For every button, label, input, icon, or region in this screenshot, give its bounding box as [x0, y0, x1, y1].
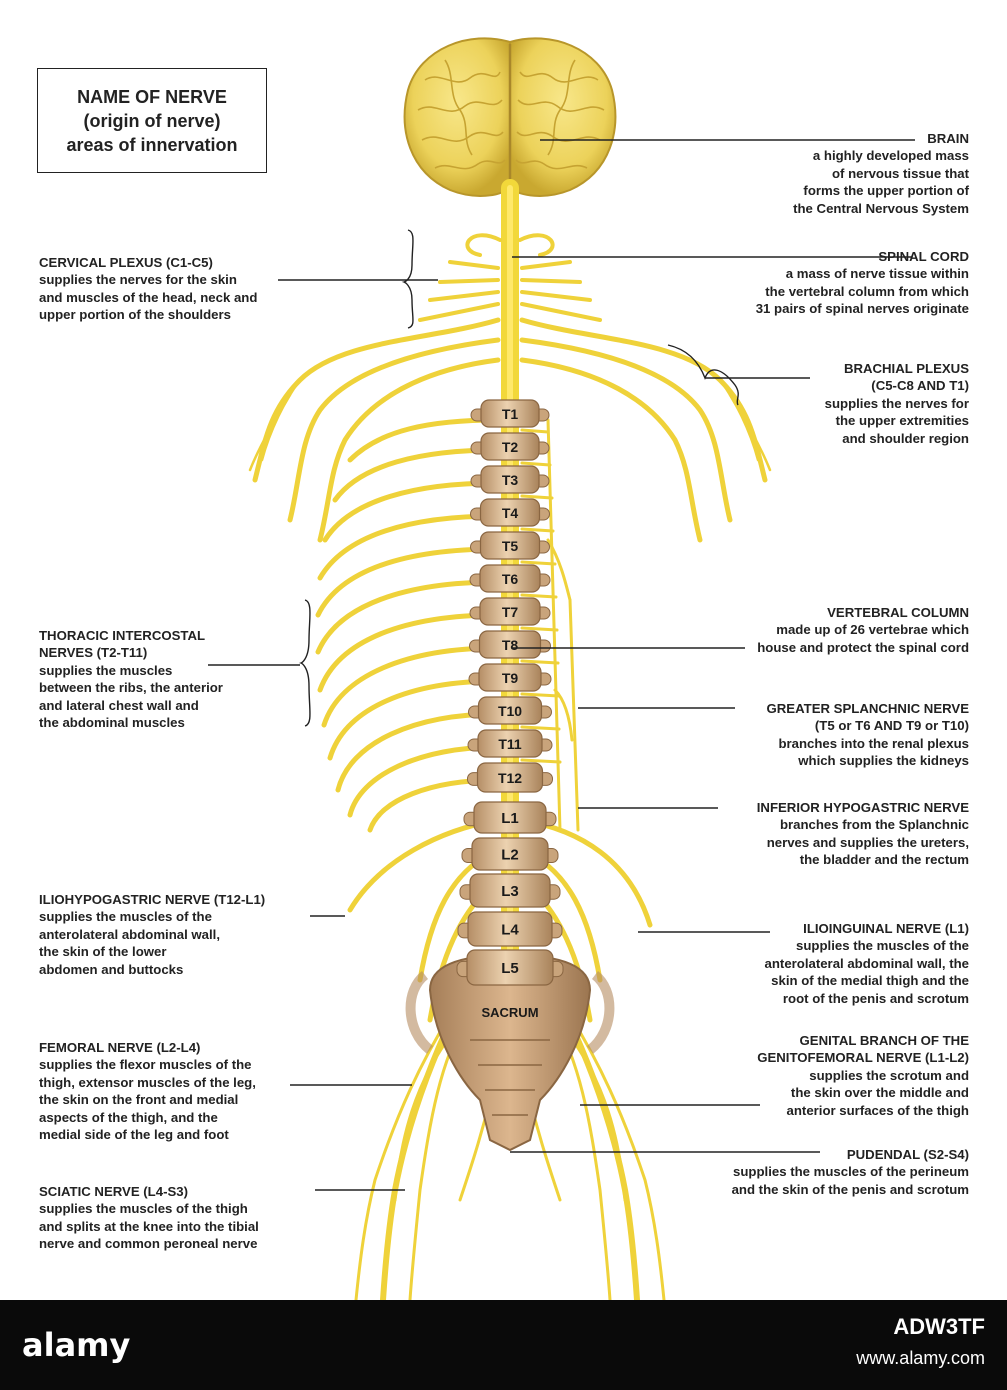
label-spinal-cord-title: SPINAL CORD [756, 248, 969, 265]
site-url: www.alamy.com [856, 1348, 985, 1369]
label-inferior-hypogastric-title: INFERIOR HYPOGASTRIC NERVE [757, 799, 969, 816]
vertebra-label-t4: T4 [502, 505, 519, 521]
label-iliohypogastric: ILIOHYPOGASTRIC NERVE (T12-L1) supplies … [39, 891, 265, 978]
label-ilioinguinal-title: ILIOINGUINAL NERVE (L1) [765, 920, 969, 937]
label-cervical-plexus-title: CERVICAL PLEXUS (C1-C5) [39, 254, 257, 271]
legend-box: NAME OF NERVE (origin of nerve) areas of… [37, 68, 267, 173]
label-thoracic-intercostal-title: THORACIC INTERCOSTAL NERVES (T2-T11) [39, 627, 223, 662]
image-id: ADW3TF [893, 1314, 985, 1340]
label-sciatic-title: SCIATIC NERVE (L4-S3) [39, 1183, 259, 1200]
vertebra-label-l1: L1 [501, 810, 519, 827]
vertebra-label-t1: T1 [502, 406, 519, 422]
vertebra-label-t12: T12 [498, 770, 522, 786]
label-pudendal-title: PUDENDAL (S2-S4) [732, 1146, 969, 1163]
label-ilioinguinal: ILIOINGUINAL NERVE (L1) supplies the mus… [765, 920, 969, 1007]
label-genital-branch: GENITAL BRANCH OF THE GENITOFEMORAL NERV… [757, 1032, 969, 1119]
footer-bar: alamy ADW3TF www.alamy.com [0, 1300, 1007, 1390]
label-femoral: FEMORAL NERVE (L2-L4) supplies the flexo… [39, 1039, 256, 1143]
legend-line-3: areas of innervation [66, 133, 237, 157]
label-sciatic-desc: supplies the muscles of the thigh and sp… [39, 1200, 259, 1252]
label-brachial-plexus-desc: (C5-C8 AND T1) supplies the nerves for t… [825, 377, 969, 447]
label-brain-desc: a highly developed mass of nervous tissu… [793, 147, 969, 217]
vertebra-label-t9: T9 [502, 670, 519, 686]
label-femoral-title: FEMORAL NERVE (L2-L4) [39, 1039, 256, 1056]
label-thoracic-intercostal-desc: supplies the muscles between the ribs, t… [39, 662, 223, 732]
label-vertebral-column: VERTEBRAL COLUMN made up of 26 vertebrae… [757, 604, 969, 656]
vertebra-label-t3: T3 [502, 472, 519, 488]
label-inferior-hypogastric: INFERIOR HYPOGASTRIC NERVE branches from… [757, 799, 969, 869]
label-pudendal-desc: supplies the muscles of the perineum and… [732, 1163, 969, 1198]
sacrum-label: SACRUM [481, 1005, 538, 1020]
vertebra-label-t8: T8 [502, 637, 519, 653]
label-greater-splanchnic-desc: (T5 or T6 AND T9 or T10) branches into t… [767, 717, 969, 769]
vertebra-label-t11: T11 [498, 736, 522, 752]
vertebra-label-l5: L5 [501, 960, 519, 977]
label-brachial-plexus: BRACHIAL PLEXUS (C5-C8 AND T1) supplies … [825, 360, 969, 447]
label-iliohypogastric-desc: supplies the muscles of the anterolatera… [39, 908, 265, 978]
label-thoracic-intercostal: THORACIC INTERCOSTAL NERVES (T2-T11) sup… [39, 627, 223, 731]
vertebra-label-t7: T7 [502, 604, 519, 620]
label-cervical-plexus: CERVICAL PLEXUS (C1-C5) supplies the ner… [39, 254, 257, 324]
label-brain: BRAIN a highly developed mass of nervous… [793, 130, 969, 217]
label-vertebral-column-desc: made up of 26 vertebrae which house and … [757, 621, 969, 656]
label-femoral-desc: supplies the flexor muscles of the thigh… [39, 1056, 256, 1143]
label-cervical-plexus-desc: supplies the nerves for the skin and mus… [39, 271, 257, 323]
label-brachial-plexus-title: BRACHIAL PLEXUS [825, 360, 969, 377]
brain [405, 38, 616, 196]
label-spinal-cord-desc: a mass of nerve tissue within the verteb… [756, 265, 969, 317]
vertebra-label-l4: L4 [501, 922, 519, 939]
alamy-logo: alamy [22, 1326, 130, 1364]
label-greater-splanchnic-title: GREATER SPLANCHNIC NERVE [767, 700, 969, 717]
label-ilioinguinal-desc: supplies the muscles of the anterolatera… [765, 937, 969, 1007]
vertebra-label-t6: T6 [502, 571, 519, 587]
vertebra-label-t2: T2 [502, 439, 519, 455]
vertebra-label-t10: T10 [498, 703, 522, 719]
label-vertebral-column-title: VERTEBRAL COLUMN [757, 604, 969, 621]
legend-line-2: (origin of nerve) [83, 109, 220, 133]
label-sciatic: SCIATIC NERVE (L4-S3) supplies the muscl… [39, 1183, 259, 1253]
label-inferior-hypogastric-desc: branches from the Splanchnic nerves and … [757, 816, 969, 868]
vertebra-label-l2: L2 [501, 847, 519, 864]
vertebra-label-t5: T5 [502, 538, 519, 554]
vertebra-label-l3: L3 [501, 883, 519, 900]
label-greater-splanchnic: GREATER SPLANCHNIC NERVE (T5 or T6 AND T… [767, 700, 969, 770]
label-spinal-cord: SPINAL CORD a mass of nerve tissue withi… [756, 248, 969, 318]
label-brain-title: BRAIN [793, 130, 969, 147]
label-genital-branch-desc: supplies the scrotum and the skin over t… [757, 1067, 969, 1119]
label-pudendal: PUDENDAL (S2-S4) supplies the muscles of… [732, 1146, 969, 1198]
legend-line-1: NAME OF NERVE [77, 85, 227, 109]
label-genital-branch-title: GENITAL BRANCH OF THE GENITOFEMORAL NERV… [757, 1032, 969, 1067]
label-iliohypogastric-title: ILIOHYPOGASTRIC NERVE (T12-L1) [39, 891, 265, 908]
